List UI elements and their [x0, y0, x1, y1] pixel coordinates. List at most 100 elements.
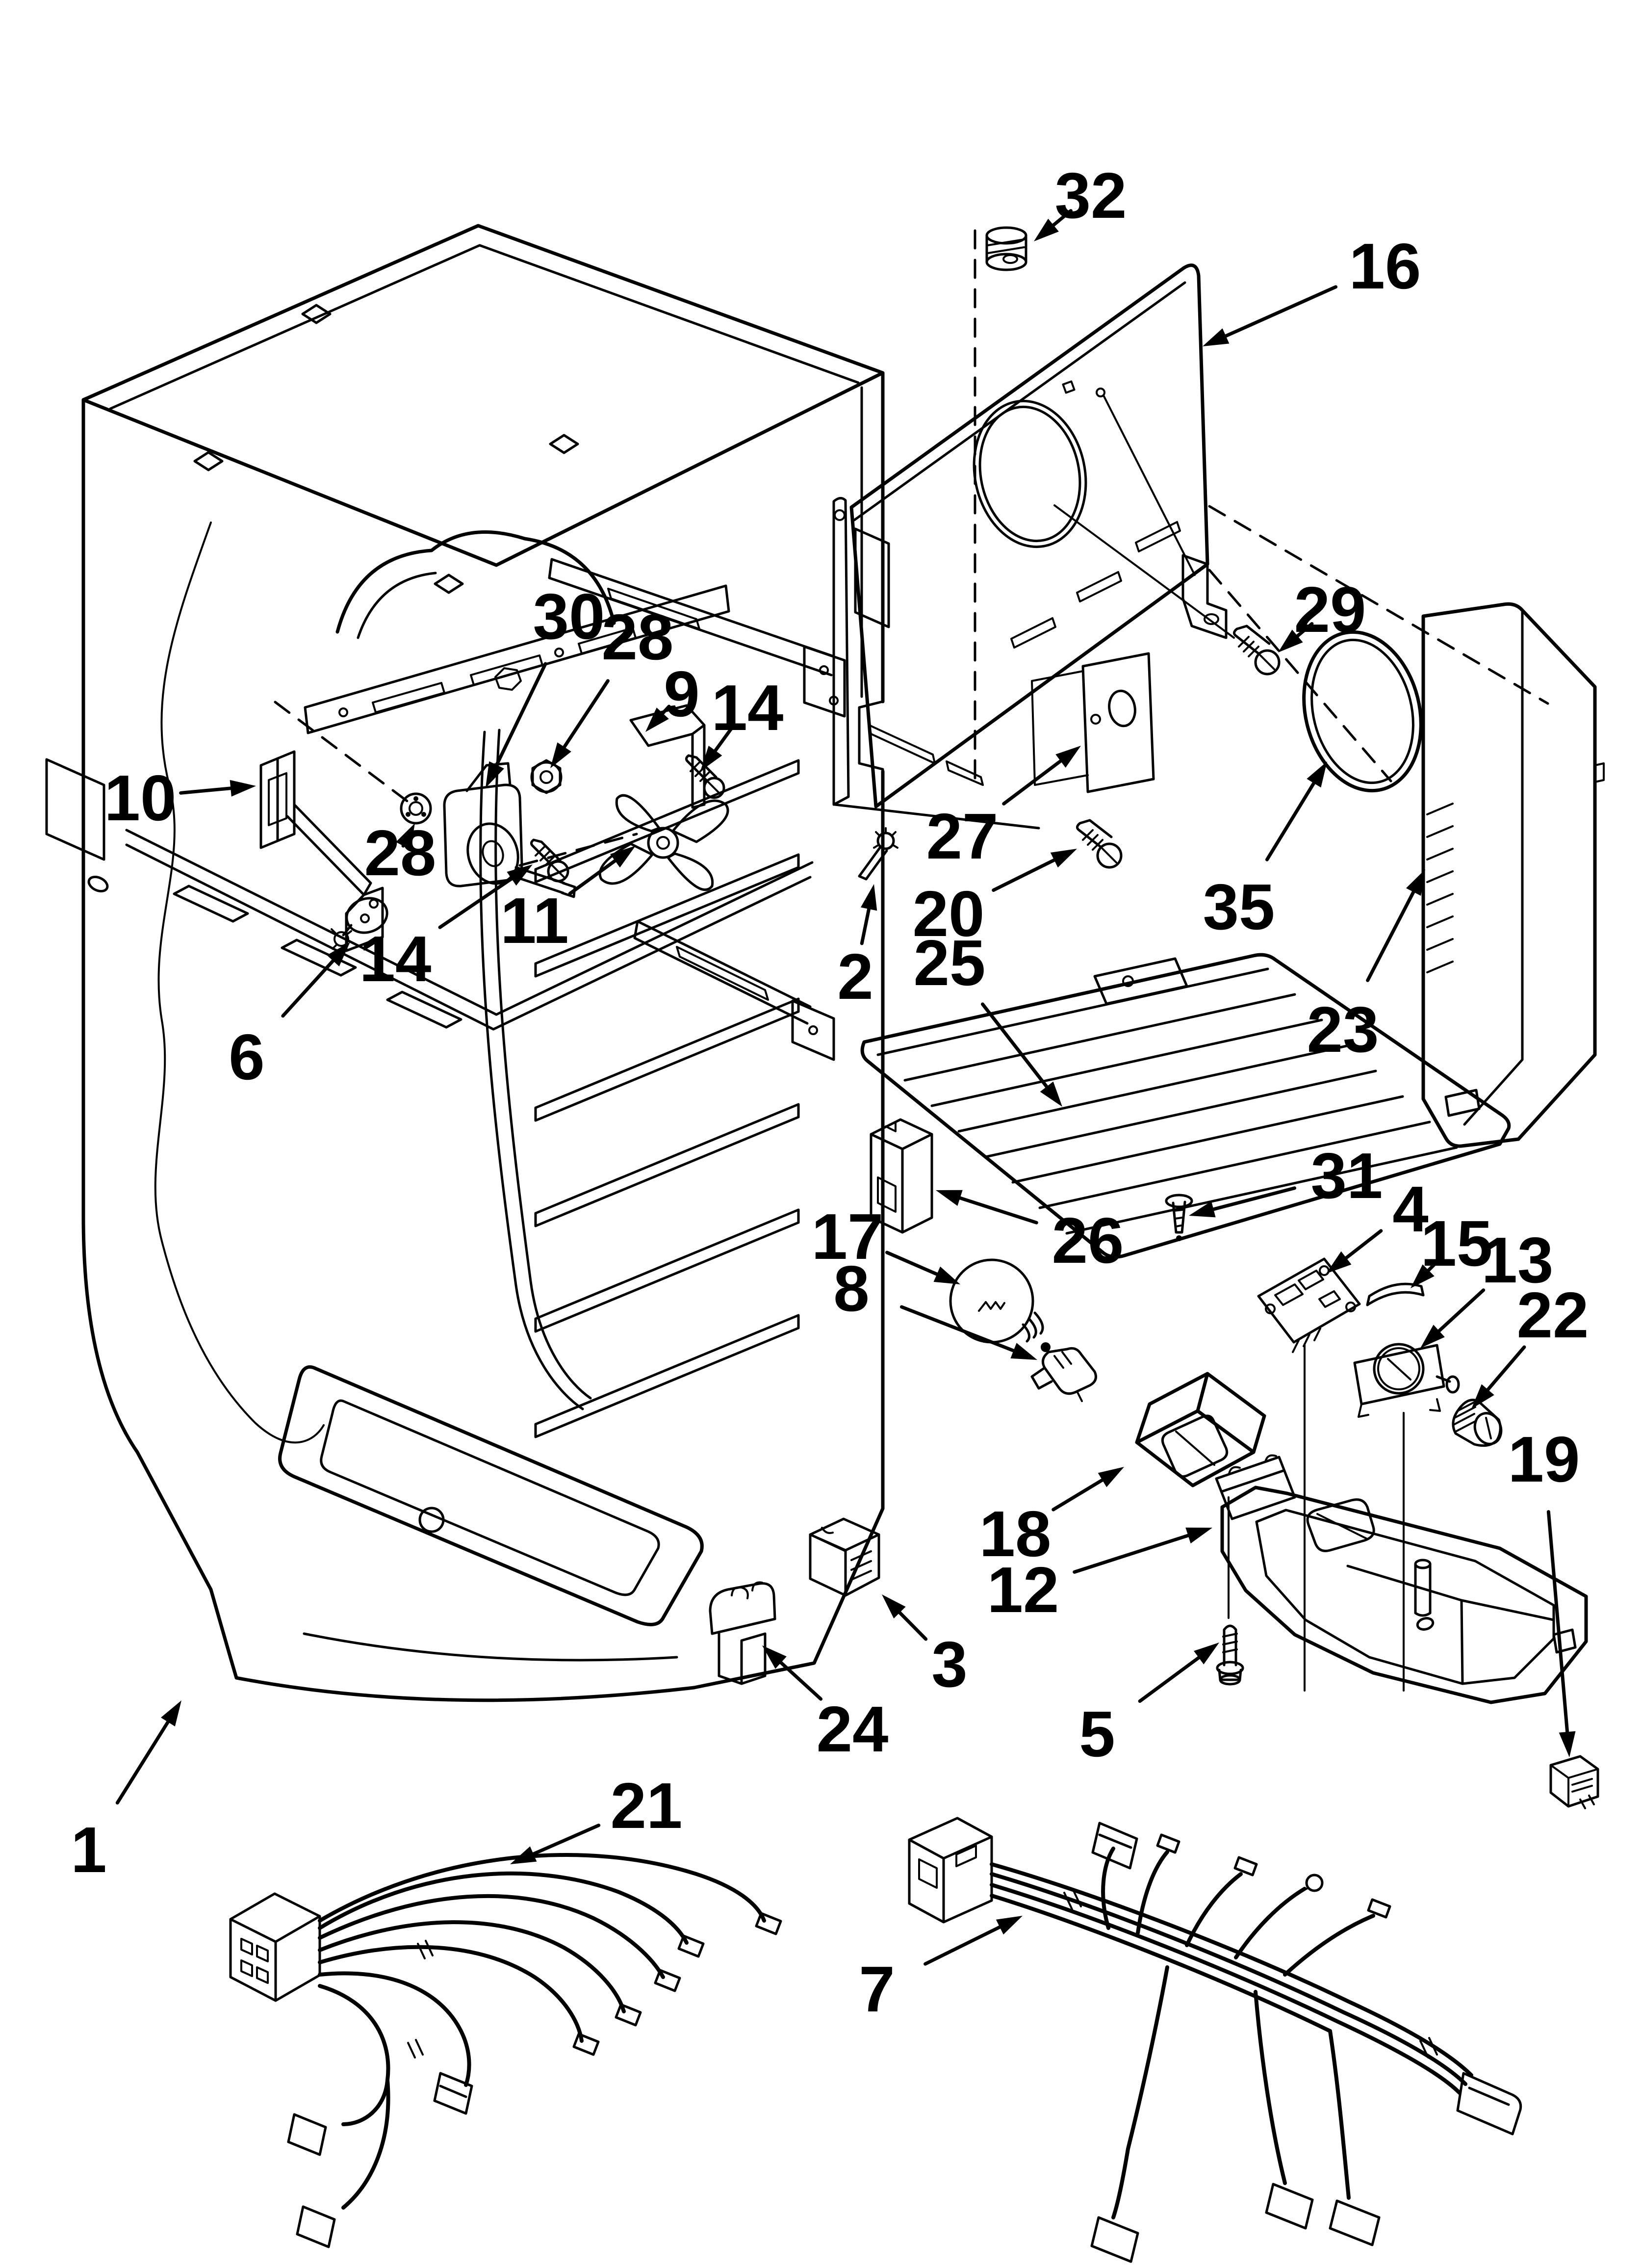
callout-arrowhead-29-30 — [1278, 629, 1303, 652]
callout-number-30-31: 30 — [533, 580, 605, 652]
callout-leader-35-34 — [1265, 781, 1316, 861]
callout-number-13-12: 13 — [1482, 1224, 1554, 1296]
callout-arrowhead-5-4 — [1194, 1642, 1219, 1665]
callout-arrowhead-9-8 — [645, 707, 669, 732]
callout-number-3-2: 3 — [931, 1628, 967, 1700]
mullion-rail-assembly — [304, 558, 846, 1061]
callout-number-8-7: 8 — [833, 1252, 869, 1325]
callout-arrowhead-31-32 — [1189, 1201, 1216, 1218]
callout-number-32-33: 32 — [1055, 159, 1127, 232]
bulb-socket-8 — [1030, 1347, 1097, 1402]
callout-number-9-8: 9 — [664, 658, 699, 730]
callout-number-1-0: 1 — [71, 1814, 106, 1886]
callout-number-2-1: 2 — [837, 940, 873, 1013]
grommet-32 — [985, 226, 1027, 271]
callout-leader-32-33 — [1052, 209, 1073, 227]
callout-leader-17-17 — [885, 1251, 939, 1276]
callout-leader-13-12 — [1437, 1288, 1486, 1333]
callout-leader-11-10 — [568, 859, 617, 895]
callout-arrowhead-1-0 — [161, 1700, 181, 1727]
callout-number-31-32: 31 — [1311, 1140, 1383, 1212]
callout-number-4-3: 4 — [1392, 1173, 1428, 1245]
callout-number-19-19: 19 — [1508, 1423, 1580, 1495]
callout-arrowhead-3-2 — [882, 1594, 906, 1618]
callout-leader-3-2 — [898, 1611, 928, 1641]
callout-number-15-15: 15 — [1421, 1207, 1493, 1279]
callout-leader-31-32 — [1211, 1186, 1297, 1211]
callout-arrowhead-28-28 — [550, 742, 571, 768]
callout-arrowhead-7-6 — [996, 1916, 1023, 1935]
callout-arrowhead-15-15 — [1411, 1264, 1435, 1288]
callout-leader-21-21 — [532, 1824, 601, 1856]
ring-35 — [1302, 630, 1423, 793]
callout-arrowhead-16-16 — [1203, 328, 1230, 346]
fan-motor-assembly — [400, 704, 729, 898]
switch-24 — [709, 1581, 776, 1685]
callout-arrowhead-19-19 — [1559, 1731, 1576, 1757]
callout-leader-2-1 — [860, 907, 871, 945]
callout-number-17-17: 17 — [812, 1200, 884, 1273]
callout-leader-18-18 — [1052, 1478, 1104, 1512]
callout-arrowhead-2-1 — [860, 884, 877, 911]
callout-layer: 1234567891011121314141516171819202122232… — [71, 159, 1589, 2025]
callout-leader-8-7 — [899, 1305, 1016, 1353]
callout-number-14-13: 14 — [712, 672, 784, 744]
callout-leader-20-20 — [992, 858, 1056, 892]
callout-leader-27-27 — [1002, 759, 1062, 806]
callout-leader-24-24 — [779, 1661, 823, 1701]
cover-plate-27 — [1031, 652, 1155, 793]
callout-arrowhead-30-31 — [486, 761, 504, 788]
callout-arrowhead-17-17 — [933, 1266, 960, 1284]
callout-arrowhead-23-23 — [1406, 869, 1425, 896]
callout-number-25-25: 25 — [914, 927, 986, 999]
callout-number-22-22: 22 — [1517, 1279, 1589, 1351]
callout-arrowhead-4-3 — [1326, 1251, 1352, 1274]
callout-arrowhead-28-29 — [396, 823, 415, 850]
callout-leader-29-30 — [1296, 622, 1314, 638]
callout-arrowhead-32-33 — [1034, 218, 1059, 241]
callout-leader-1-0 — [115, 1720, 170, 1805]
wire-harness-7 — [908, 1817, 1522, 2263]
callout-arrowhead-14-14 — [507, 864, 533, 886]
callout-leader-12-11 — [1073, 1534, 1190, 1574]
callout-number-12-11: 12 — [987, 1554, 1059, 1626]
callout-arrowhead-18-18 — [1098, 1467, 1124, 1487]
callout-number-24-24: 24 — [817, 1693, 889, 1765]
callout-leader-28-28 — [563, 679, 610, 749]
callout-number-29-30: 29 — [1294, 574, 1366, 646]
clip-15 — [1366, 1282, 1425, 1306]
callout-number-23-23: 23 — [1307, 993, 1379, 1066]
light-bulb-17 — [949, 1258, 1051, 1352]
callout-number-14-14: 14 — [359, 923, 432, 995]
callout-number-10-9: 10 — [104, 762, 177, 834]
callout-arrowhead-26-26 — [936, 1190, 963, 1206]
callout-arrowhead-11-10 — [610, 846, 636, 868]
callout-arrowhead-21-21 — [510, 1846, 537, 1864]
callout-arrowhead-35-34 — [1307, 761, 1327, 788]
callout-leader-9-8 — [661, 704, 671, 715]
callout-leader-14-14 — [438, 877, 513, 929]
screw-5 — [1216, 1624, 1244, 1686]
screw-14-lower — [530, 838, 569, 883]
thermostat-13 — [1353, 1343, 1460, 1692]
plug-button-6 — [331, 897, 388, 952]
callout-leader-6-5 — [281, 959, 335, 1018]
callout-leader-19-19 — [1546, 1510, 1569, 1734]
callout-arrowhead-25-25 — [1040, 1081, 1062, 1107]
callout-number-11-10: 11 — [500, 885, 569, 957]
air-duct-23 — [1421, 602, 1605, 1148]
callout-leader-23-23 — [1366, 890, 1415, 982]
sensor-19 — [1549, 1755, 1599, 1809]
callout-leader-7-6 — [924, 1925, 1001, 1966]
drain-tray-console — [1215, 1454, 1588, 1704]
evaporator-cover-25 — [860, 953, 1511, 1259]
callout-number-20-20: 20 — [913, 878, 985, 950]
screw-29 — [1233, 625, 1281, 676]
clip-3 — [809, 1517, 880, 1597]
callout-arrowhead-27-27 — [1055, 746, 1081, 768]
callout-leader-30-31 — [495, 662, 547, 767]
callout-number-7-6: 7 — [859, 1953, 895, 2025]
knob-22 — [1452, 1399, 1503, 1447]
